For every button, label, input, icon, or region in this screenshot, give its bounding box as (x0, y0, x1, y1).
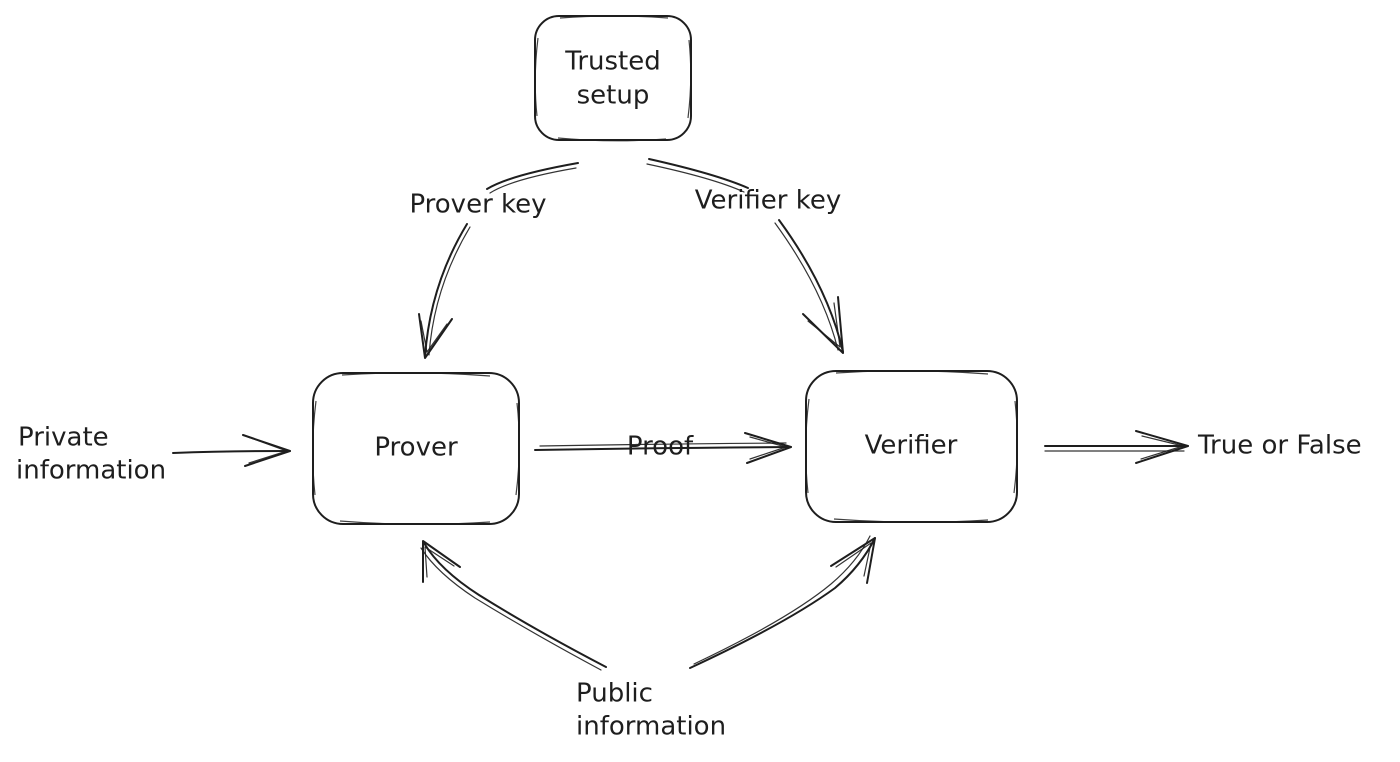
private-information-label-line2: information (16, 456, 166, 486)
prover-key-edge (418, 162, 579, 359)
prover-node: Prover (312, 372, 520, 525)
verifier-node: Verifier (805, 370, 1018, 523)
trusted-setup-label-line2: setup (577, 81, 650, 111)
public-information-label-line1: Public (576, 679, 653, 709)
result-label: True or False (1197, 431, 1362, 461)
proof-label: Proof (627, 432, 694, 462)
private-information-edge (172, 434, 291, 467)
verifier-key-label: Verifier key (695, 186, 842, 216)
public-information-to-prover-edge (420, 540, 607, 671)
trusted-setup-label-line1: Trusted (564, 47, 660, 77)
verifier-label: Verifier (865, 431, 958, 461)
verifier-key-edge (646, 158, 844, 354)
result-edge (1044, 430, 1189, 464)
private-information-label-line1: Private (18, 423, 109, 453)
prover-label: Prover (374, 433, 458, 463)
proof-edge (534, 432, 792, 464)
public-information-to-verifier-edge (689, 535, 876, 669)
prover-key-label: Prover key (409, 190, 546, 220)
public-information-label-line2: information (576, 712, 726, 742)
trusted-setup-node: Trusted setup (534, 15, 692, 142)
